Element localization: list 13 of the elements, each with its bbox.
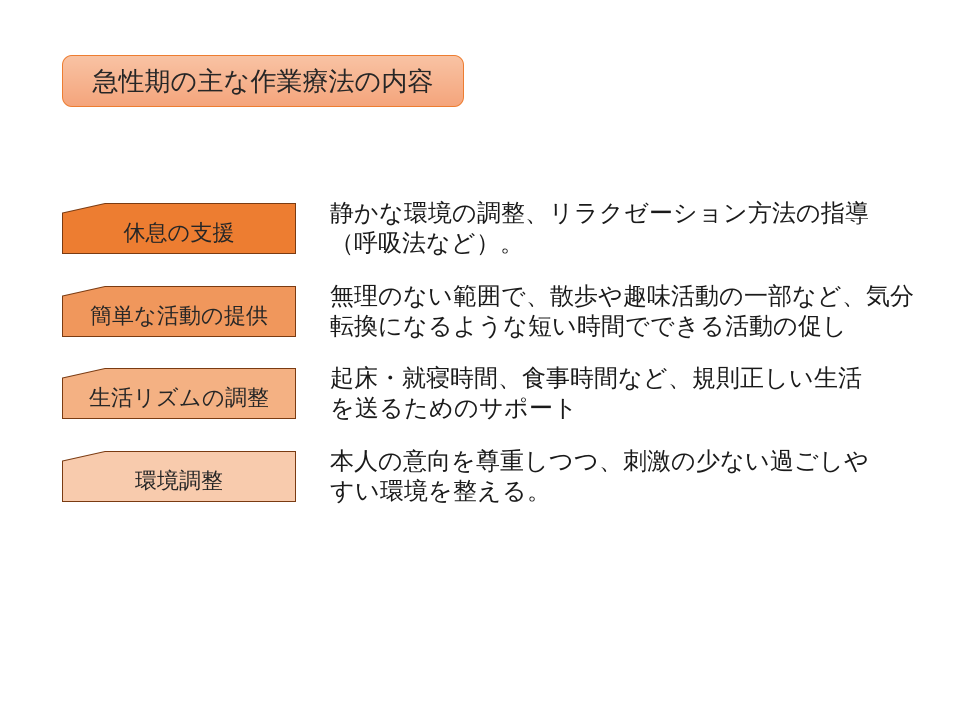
category-tab bbox=[62, 368, 296, 419]
description-text: 静かな環境の調整、リラクゼーション方法の指導（呼吸法など）。 bbox=[330, 198, 870, 258]
description-text: 起床・就寝時間、食事時間など、規則正しい生活を送るためのサポート bbox=[330, 363, 863, 423]
category-tab bbox=[62, 451, 296, 502]
category-tab bbox=[62, 286, 296, 337]
description-text: 無理のない範囲で、散歩や趣味活動の一部など、気分転換になるような短い時間でできる活動の促し bbox=[330, 281, 915, 341]
title-banner: 急性期の主な作業療法の内容 bbox=[62, 55, 464, 107]
tab-label: 簡単な活動の提供 bbox=[90, 303, 268, 331]
description-text: 本人の意向を尊重しつつ、刺激の少ない過ごしやすい環境を整える。 bbox=[330, 446, 870, 506]
tab-label: 休息の支援 bbox=[124, 220, 234, 248]
category-tab bbox=[62, 203, 296, 254]
tab-label: 環境調整 bbox=[135, 468, 223, 496]
tab-label: 生活リズムの調整 bbox=[89, 385, 269, 413]
